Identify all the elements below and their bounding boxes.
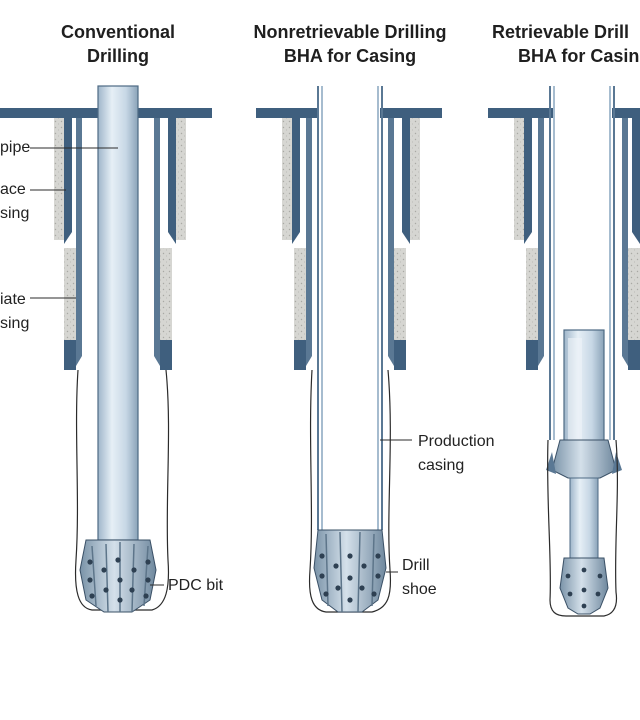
intermediate-shoe-right [160,340,172,370]
surface-casing-left [524,118,532,244]
drill-pipe [97,85,139,541]
intermediate-casing-right [388,118,394,366]
intermediate-shoe-right [628,340,640,370]
label-surface-casing-line1: ace [0,181,26,198]
label-drill-pipe: pipe [0,139,31,156]
label-production-casing-line2: casing [418,457,465,474]
wellhead-plate-left [488,108,554,118]
intermediate-cement-right [628,248,640,368]
wellhead-plate-left [256,108,318,118]
pilot-bit [559,557,609,615]
intermediate-cement-left [64,248,76,368]
title-nonretrievable-drilling: Nonretrievable Drilling BHA for Casing [253,22,447,66]
surface-casing-left [64,118,72,244]
nonretrievable-column [256,86,442,613]
pilot-bit-cutters [565,567,603,609]
bha-highlight [568,338,582,446]
drill-shoe-blades [325,531,375,613]
drill-shoe-cutters [319,553,381,603]
surface-casing-right [632,118,640,244]
intermediate-casing-right [154,118,160,366]
conventional-column [0,85,212,613]
intermediate-cement-right [394,248,406,368]
surface-casing-left [292,118,300,244]
intermediate-shoe-left [526,340,538,370]
label-intermediate-casing-line1: iate [0,291,26,308]
open-hole-wall [546,439,618,617]
intermediate-shoe-right [394,340,406,370]
retrievable-column [488,86,640,617]
label-pdc-bit: PDC bit [168,577,224,594]
label-drill-shoe-line2: shoe [402,581,437,598]
surface-casing-right [402,118,410,244]
drill-shoe [313,529,387,613]
pdc-bit-blades [91,542,149,613]
intermediate-casing-left [76,118,82,366]
intermediate-shoe-left [64,340,76,370]
wellhead-plate-right [612,108,640,118]
intermediate-casing-left [306,118,312,366]
title-conventional-drilling: Conventional Drilling [60,22,175,66]
intermediate-cement-left [526,248,538,368]
surface-cement-left [282,118,292,240]
casing-drilling-diagram: Conventional Drilling Nonretrievable Dri… [0,22,640,617]
pilot-assembly [569,477,599,559]
intermediate-casing-right [622,118,628,366]
intermediate-cement-left [294,248,306,368]
intermediate-shoe-left [294,340,306,370]
surface-cement-left [514,118,524,240]
label-production-casing-line1: Production [418,433,495,450]
label-surface-casing-line2: sing [0,205,30,222]
wellhead-plate-right [380,108,442,118]
label-drill-shoe-line1: Drill [402,557,430,574]
surface-cement-right [176,118,186,240]
intermediate-cement-right [160,248,172,368]
underreamer-arms [546,452,622,474]
underreamer [551,439,617,479]
surface-cement-right [410,118,420,240]
pdc-bit-cutters [87,557,151,603]
title-retrievable-drilling: Retrievable Drill BHA for Casin [492,22,640,66]
surface-casing-right [168,118,176,244]
intermediate-casing-left [538,118,544,366]
label-intermediate-casing-line2: sing [0,315,30,332]
